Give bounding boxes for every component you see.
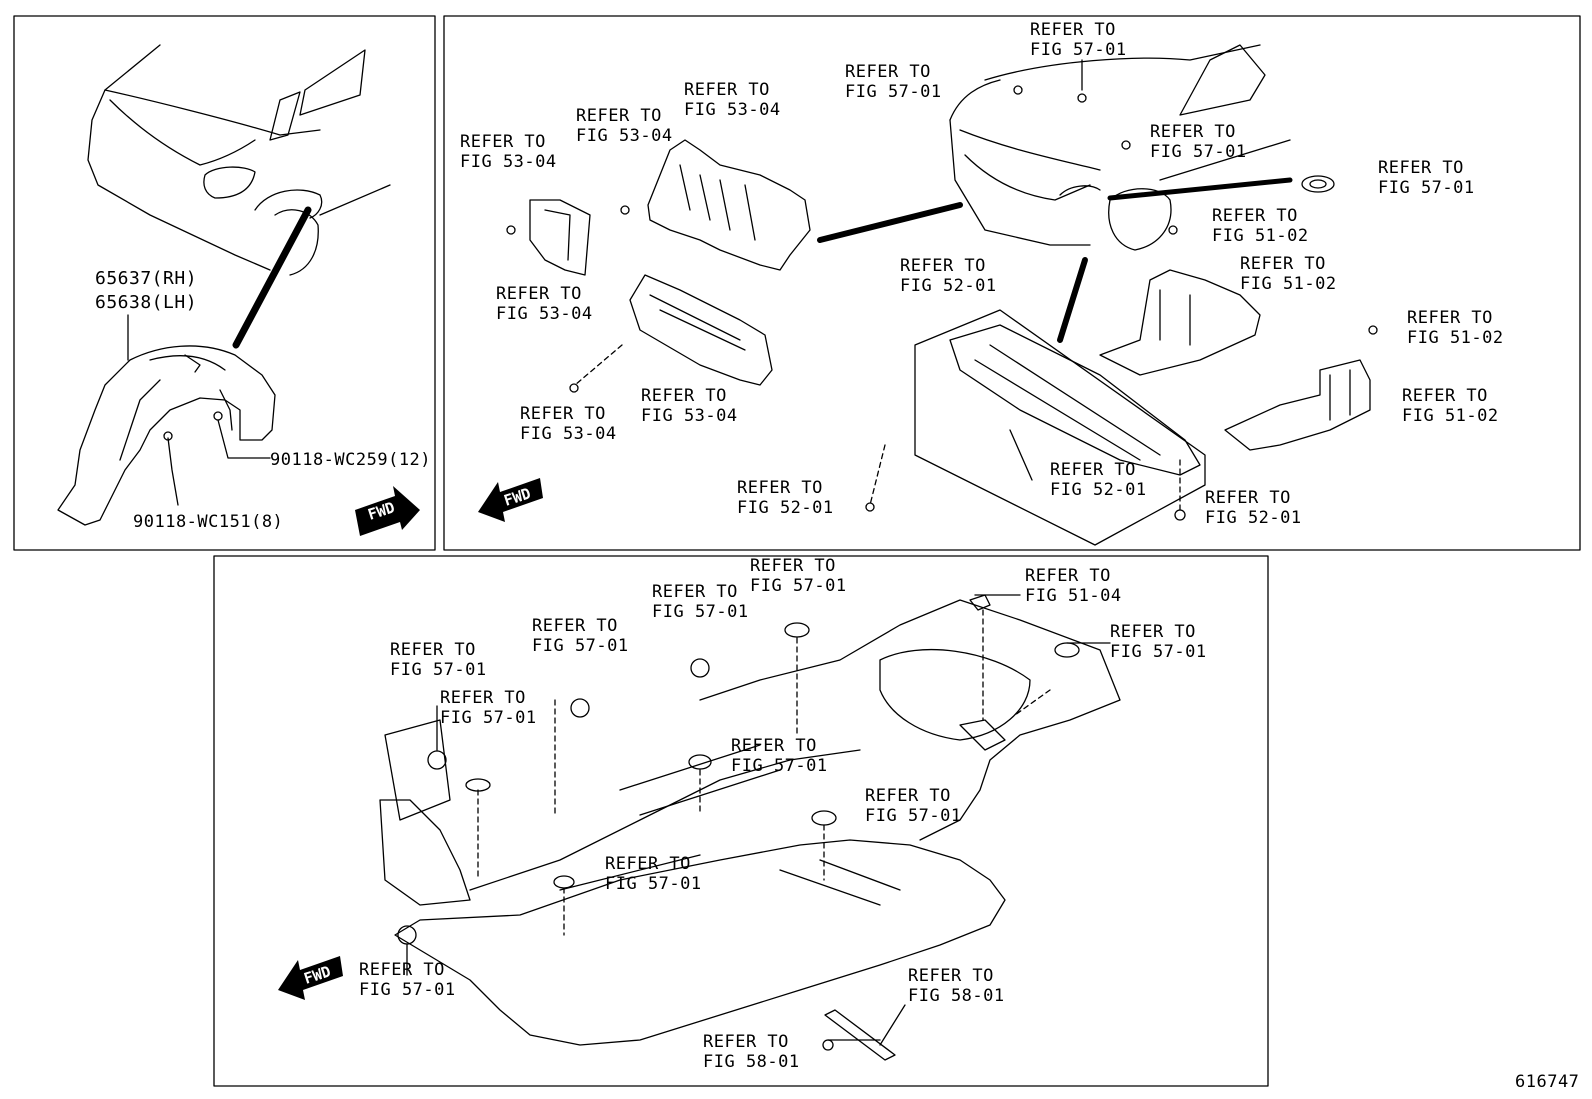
side-bracket-part bbox=[529, 199, 591, 276]
ref-label[interactable]: REFER TO FIG 52-01 bbox=[737, 478, 834, 518]
ref-label[interactable]: REFER TO FIG 53-04 bbox=[496, 284, 593, 324]
ref-label[interactable]: REFER TO FIG 57-01 bbox=[1378, 158, 1475, 198]
part-number-rh[interactable]: 65637(RH) bbox=[95, 268, 198, 289]
clip-57-01-c bbox=[1121, 140, 1131, 150]
clip-53-04-c bbox=[620, 205, 630, 215]
part-number-lh[interactable]: 65638(LH) bbox=[95, 292, 198, 313]
grommet-b6 bbox=[1054, 642, 1080, 658]
fwd-arrow-bottom-panel: FWD bbox=[278, 956, 343, 1000]
grommet-b9 bbox=[553, 875, 575, 889]
clip-wc151 bbox=[163, 431, 173, 441]
bolt-58-01 bbox=[822, 1039, 834, 1051]
ref-label[interactable]: REFER TO FIG 51-02 bbox=[1407, 308, 1504, 348]
grommet-b3 bbox=[570, 698, 590, 718]
bolt-52-01 bbox=[1174, 509, 1186, 521]
leader-wedge-left bbox=[232, 206, 312, 349]
floor-under-cover bbox=[379, 599, 1121, 1046]
ref-label[interactable]: REFER TO FIG 57-01 bbox=[440, 688, 537, 728]
panel-left-frame bbox=[13, 15, 436, 551]
leader-dash-52-01 bbox=[869, 444, 886, 506]
ref-label[interactable]: REFER TO FIG 53-04 bbox=[460, 132, 557, 172]
ref-label[interactable]: REFER TO FIG 57-01 bbox=[845, 62, 942, 102]
ref-label[interactable]: REFER TO FIG 57-01 bbox=[750, 556, 847, 596]
ref-label[interactable]: REFER TO FIG 58-01 bbox=[908, 966, 1005, 1006]
panel-right-frame bbox=[443, 15, 1581, 551]
side-under-cover-upper bbox=[1099, 269, 1261, 376]
leader-wedge-undercover bbox=[1057, 257, 1088, 343]
ref-label[interactable]: REFER TO FIG 57-01 bbox=[731, 736, 828, 776]
side-under-cover-lower bbox=[1224, 359, 1371, 451]
clip-wc259 bbox=[213, 411, 223, 421]
clip-53-04-a bbox=[569, 383, 579, 393]
grommet-b7 bbox=[688, 754, 712, 770]
leader-wedge-front bbox=[817, 202, 963, 243]
ref-label[interactable]: REFER TO FIG 52-01 bbox=[900, 256, 997, 296]
clip-53-04-b bbox=[506, 225, 516, 235]
ref-label[interactable]: REFER TO FIG 51-02 bbox=[1402, 386, 1499, 426]
clip-51-04 bbox=[969, 594, 991, 611]
engine-under-cover bbox=[914, 309, 1206, 546]
leader-wedge-grommet bbox=[1107, 177, 1293, 201]
clip-57-01-a bbox=[1013, 85, 1023, 95]
fwd-arrow-right-panel: FWD bbox=[478, 478, 543, 522]
grommet-b5 bbox=[784, 622, 810, 638]
ref-label[interactable]: REFER TO FIG 57-01 bbox=[652, 582, 749, 622]
fastener-label-wc259[interactable]: 90118-WC259(12) bbox=[270, 450, 432, 470]
grommet-b4 bbox=[690, 658, 710, 678]
fastener-label-wc151[interactable]: 90118-WC151(8) bbox=[133, 512, 284, 532]
ref-label[interactable]: REFER TO FIG 57-01 bbox=[1150, 122, 1247, 162]
leader-dash-clip bbox=[574, 344, 623, 386]
diagram-id: 616747 bbox=[1515, 1072, 1580, 1092]
car-front-sketch-left bbox=[87, 44, 391, 276]
ref-label[interactable]: REFER TO FIG 53-04 bbox=[684, 80, 781, 120]
leader-wc151 bbox=[167, 437, 179, 506]
bumper-absorber-part bbox=[629, 274, 773, 386]
fwd-text: FWD bbox=[302, 962, 333, 987]
leader-wc259 bbox=[217, 419, 271, 459]
ref-label[interactable]: REFER TO FIG 51-02 bbox=[1212, 206, 1309, 246]
clip-51-02-a bbox=[1168, 225, 1178, 235]
clip-57-01-b bbox=[1077, 93, 1087, 103]
ref-label[interactable]: REFER TO FIG 57-01 bbox=[1030, 20, 1127, 60]
ref-label[interactable]: REFER TO FIG 53-04 bbox=[576, 106, 673, 146]
panel-bottom-frame bbox=[213, 555, 1269, 1087]
ref-label[interactable]: REFER TO FIG 57-01 bbox=[532, 616, 629, 656]
rail-strip-58-01 bbox=[824, 1009, 896, 1061]
car-front-sketch-right bbox=[949, 44, 1291, 251]
fender-liner-part bbox=[57, 345, 276, 526]
ref-label[interactable]: REFER TO FIG 51-02 bbox=[1240, 254, 1337, 294]
grommet-b10 bbox=[397, 925, 417, 945]
grommet-b1 bbox=[427, 750, 447, 770]
ref-label[interactable]: REFER TO FIG 53-04 bbox=[641, 386, 738, 426]
ref-label[interactable]: REFER TO FIG 51-04 bbox=[1025, 566, 1122, 606]
grommet-57-01 bbox=[1301, 175, 1335, 193]
ref-label[interactable]: REFER TO FIG 57-01 bbox=[605, 854, 702, 894]
ref-label[interactable]: REFER TO FIG 53-04 bbox=[520, 404, 617, 444]
ref-label[interactable]: REFER TO FIG 52-01 bbox=[1205, 488, 1302, 528]
ref-label[interactable]: REFER TO FIG 52-01 bbox=[1050, 460, 1147, 500]
ref-label[interactable]: REFER TO FIG 58-01 bbox=[703, 1032, 800, 1072]
fwd-text: FWD bbox=[502, 484, 533, 509]
ref-label[interactable]: REFER TO FIG 57-01 bbox=[865, 786, 962, 826]
ref-label[interactable]: REFER TO FIG 57-01 bbox=[359, 960, 456, 1000]
grommet-b8 bbox=[811, 810, 837, 826]
ref-label[interactable]: REFER TO FIG 57-01 bbox=[1110, 622, 1207, 662]
grommet-b2 bbox=[465, 778, 491, 792]
fwd-arrow-left-panel: FWD bbox=[355, 486, 420, 536]
bumper-reinforcement-upper bbox=[647, 139, 811, 271]
ref-label[interactable]: REFER TO FIG 57-01 bbox=[390, 640, 487, 680]
